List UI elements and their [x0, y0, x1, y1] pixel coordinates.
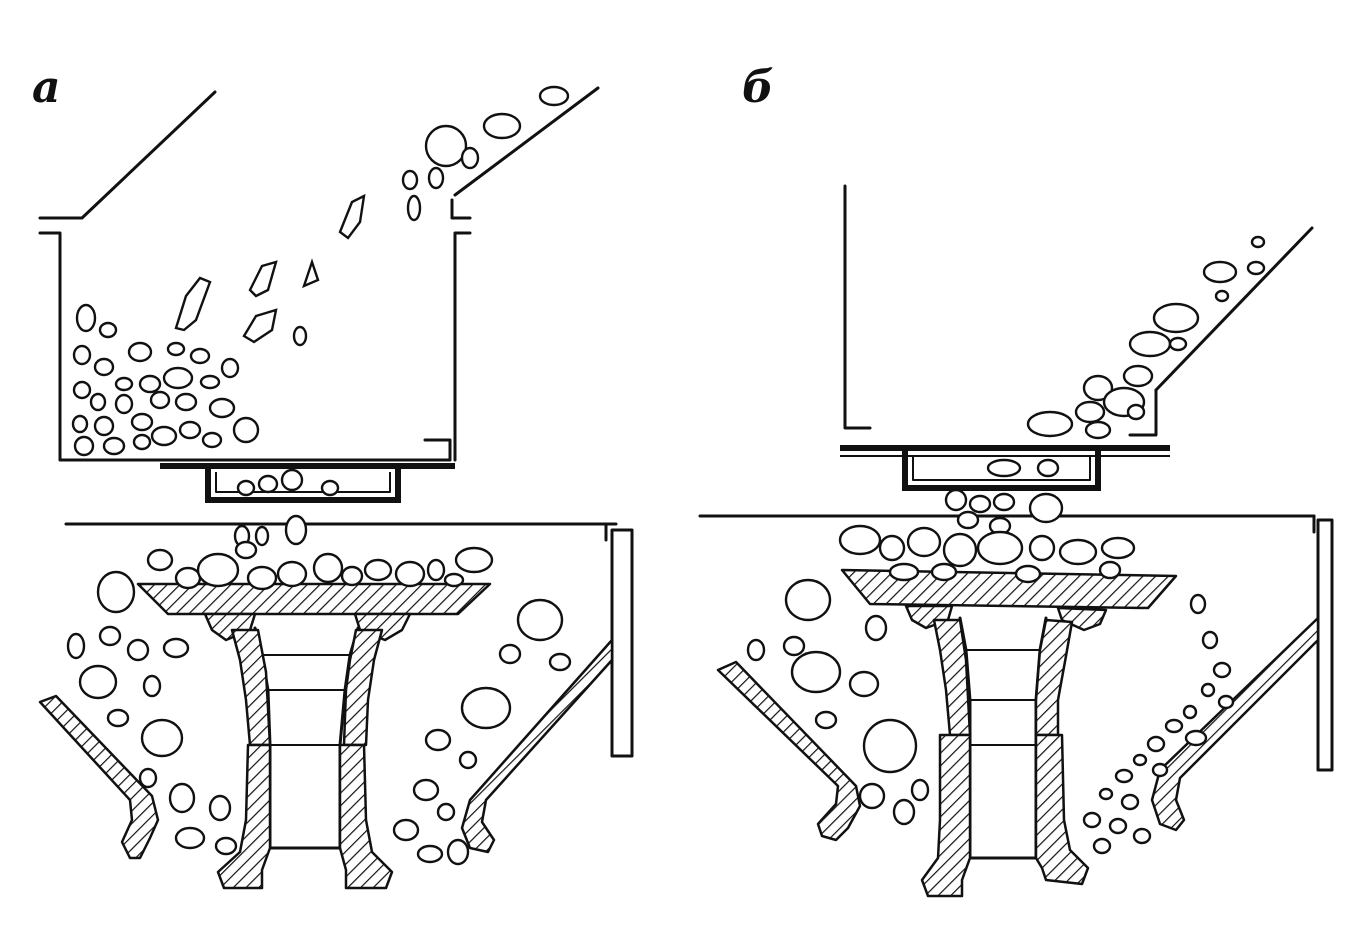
panel-b-rotor-disc	[840, 568, 1178, 610]
panel-b-shaft	[958, 616, 1048, 860]
panel-a-drawing	[38, 85, 634, 890]
panel-b-right-liner	[1150, 616, 1320, 832]
panel-b-label: б	[742, 62, 774, 113]
panel-a-housing	[64, 522, 634, 758]
panel-b-shaft-lower-right	[1034, 733, 1090, 886]
panel-b-drawing	[698, 184, 1334, 898]
panel-b-housing	[698, 514, 1334, 772]
panel-a-left-liner	[38, 694, 160, 860]
panel-a-label: а	[32, 62, 61, 113]
panel-a-right-liner	[460, 638, 614, 854]
panel-b-rocks	[746, 235, 1266, 855]
panel-b-left-liner	[716, 660, 862, 842]
panel-a-rotor-disc	[136, 582, 492, 616]
panel-a-shaft-lower-right	[338, 743, 394, 890]
panel-a-shaft-lower-left	[216, 743, 272, 890]
panel-b-hopper	[843, 184, 1314, 437]
panel-a-hopper	[38, 86, 600, 462]
panel-b-shaft-upper-right	[1034, 618, 1074, 737]
panel-a-rocks	[66, 85, 572, 866]
panel-b-shaft-lower-left	[920, 733, 972, 898]
panel-b-feeder	[840, 445, 1170, 491]
panel-a-shaft-upper-right	[342, 628, 384, 747]
panel-a-shaft-upper-left	[230, 628, 272, 747]
panel-a-feeder	[160, 463, 455, 503]
